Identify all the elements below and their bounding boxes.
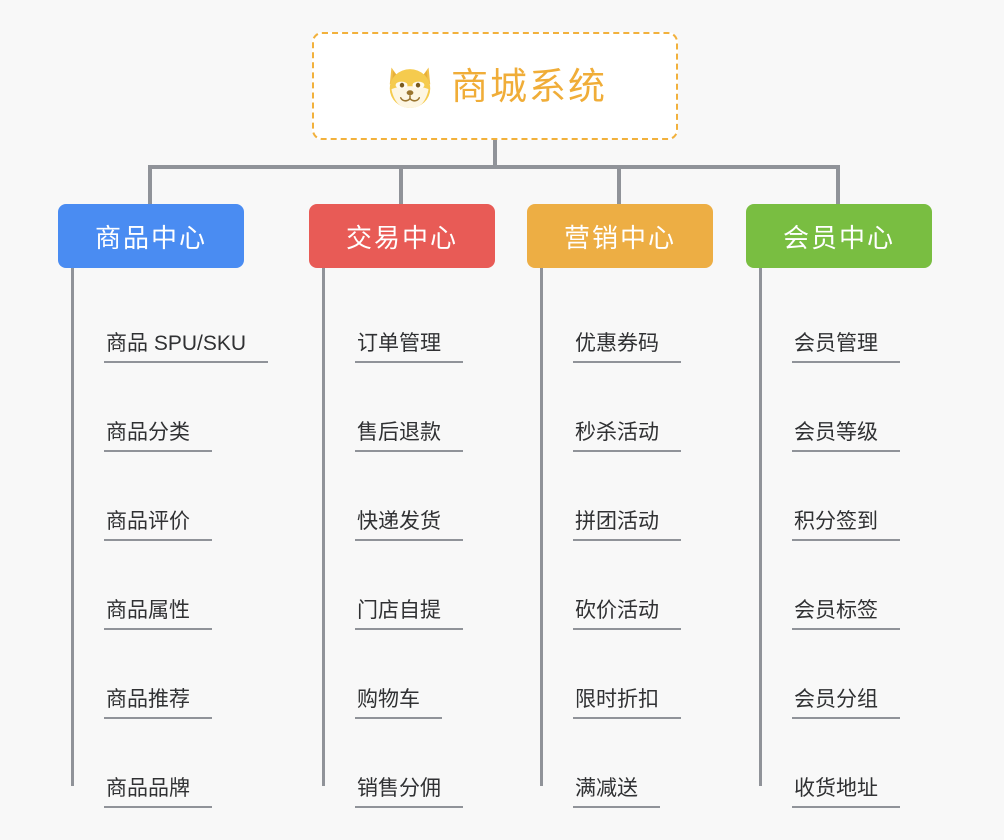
connector-drop-3 bbox=[617, 165, 621, 205]
connector-drop-2 bbox=[399, 165, 403, 205]
list-item[interactable]: 会员标签 bbox=[760, 541, 932, 630]
leaf-label: 商品 SPU/SKU bbox=[104, 332, 269, 363]
leaf-list-3: 优惠券码 秒杀活动 拼团活动 砍价活动 限时折扣 满减送 bbox=[527, 268, 713, 808]
category-header-2[interactable]: 交易中心 bbox=[309, 204, 495, 268]
leaf-label: 商品品牌 bbox=[104, 777, 212, 808]
leaf-label: 商品推荐 bbox=[104, 688, 212, 719]
list-item[interactable]: 积分签到 bbox=[760, 452, 932, 541]
list-item[interactable]: 商品分类 bbox=[72, 363, 244, 452]
list-item[interactable]: 收货地址 bbox=[760, 719, 932, 808]
list-item[interactable]: 购物车 bbox=[323, 630, 495, 719]
connector-drop-1 bbox=[148, 165, 152, 205]
list-item[interactable]: 订单管理 bbox=[323, 274, 495, 363]
root-title: 商城系统 bbox=[451, 65, 607, 107]
leaf-label: 会员管理 bbox=[792, 332, 900, 363]
leaf-label: 商品评价 bbox=[104, 510, 212, 541]
category-header-label-2: 交易中心 bbox=[345, 222, 458, 253]
list-item[interactable]: 优惠券码 bbox=[541, 274, 713, 363]
leaf-label: 秒杀活动 bbox=[573, 421, 681, 452]
list-item[interactable]: 会员分组 bbox=[760, 630, 932, 719]
list-item[interactable]: 拼团活动 bbox=[541, 452, 713, 541]
leaf-label: 销售分佣 bbox=[355, 777, 463, 808]
list-item[interactable]: 商品品牌 bbox=[72, 719, 244, 808]
list-item[interactable]: 商品属性 bbox=[72, 541, 244, 630]
category-header-label-4: 会员中心 bbox=[782, 222, 895, 253]
leaf-label: 商品属性 bbox=[104, 599, 212, 630]
list-item[interactable]: 快递发货 bbox=[323, 452, 495, 541]
category-header-1[interactable]: 商品中心 bbox=[58, 204, 244, 268]
leaf-label: 会员标签 bbox=[792, 599, 900, 630]
list-item[interactable]: 砍价活动 bbox=[541, 541, 713, 630]
leaf-label: 商品分类 bbox=[104, 421, 212, 452]
list-item[interactable]: 门店自提 bbox=[323, 541, 495, 630]
leaf-list-4: 会员管理 会员等级 积分签到 会员标签 会员分组 收货地址 bbox=[746, 268, 932, 808]
category-header-label-1: 商品中心 bbox=[94, 222, 207, 253]
list-item[interactable]: 商品评价 bbox=[72, 452, 244, 541]
leaf-list-2: 订单管理 售后退款 快递发货 门店自提 购物车 销售分佣 bbox=[309, 268, 495, 808]
leaf-label: 优惠券码 bbox=[573, 332, 681, 363]
connector-root-stem bbox=[493, 140, 497, 168]
leaf-label: 门店自提 bbox=[355, 599, 463, 630]
leaf-label: 限时折扣 bbox=[573, 688, 681, 719]
category-header-label-3: 营销中心 bbox=[563, 222, 676, 253]
leaf-label: 售后退款 bbox=[355, 421, 463, 452]
category-header-3[interactable]: 营销中心 bbox=[527, 204, 713, 268]
list-item[interactable]: 销售分佣 bbox=[323, 719, 495, 808]
leaf-list-1: 商品 SPU/SKU 商品分类 商品评价 商品属性 商品推荐 商品品牌 bbox=[58, 268, 269, 808]
category-column-4: 会员中心 会员管理 会员等级 积分签到 会员标签 会员分组 收货地址 bbox=[746, 204, 932, 808]
list-item[interactable]: 售后退款 bbox=[323, 363, 495, 452]
leaf-label: 拼团活动 bbox=[573, 510, 681, 541]
shiba-dog-icon bbox=[383, 59, 437, 113]
leaf-label: 收货地址 bbox=[792, 777, 900, 808]
leaf-label: 满减送 bbox=[573, 777, 660, 808]
category-column-3: 营销中心 优惠券码 秒杀活动 拼团活动 砍价活动 限时折扣 满减送 bbox=[527, 204, 713, 808]
list-item[interactable]: 限时折扣 bbox=[541, 630, 713, 719]
connector-drop-4 bbox=[836, 165, 840, 205]
leaf-label: 积分签到 bbox=[792, 510, 900, 541]
connector-horizontal-bar bbox=[148, 165, 840, 169]
list-item[interactable]: 满减送 bbox=[541, 719, 713, 808]
leaf-label: 订单管理 bbox=[355, 332, 463, 363]
leaf-label: 砍价活动 bbox=[573, 599, 681, 630]
root-node[interactable]: 商城系统 bbox=[312, 32, 678, 140]
category-column-1: 商品中心 商品 SPU/SKU 商品分类 商品评价 商品属性 商品推荐 商品品牌 bbox=[58, 204, 269, 808]
leaf-label: 会员等级 bbox=[792, 421, 900, 452]
leaf-label: 快递发货 bbox=[355, 510, 463, 541]
list-item[interactable]: 会员等级 bbox=[760, 363, 932, 452]
category-header-4[interactable]: 会员中心 bbox=[746, 204, 932, 268]
leaf-label: 购物车 bbox=[355, 688, 442, 719]
list-item[interactable]: 商品 SPU/SKU bbox=[72, 274, 269, 363]
category-column-2: 交易中心 订单管理 售后退款 快递发货 门店自提 购物车 销售分佣 bbox=[309, 204, 495, 808]
list-item[interactable]: 秒杀活动 bbox=[541, 363, 713, 452]
list-item[interactable]: 会员管理 bbox=[760, 274, 932, 363]
list-item[interactable]: 商品推荐 bbox=[72, 630, 244, 719]
leaf-label: 会员分组 bbox=[792, 688, 900, 719]
